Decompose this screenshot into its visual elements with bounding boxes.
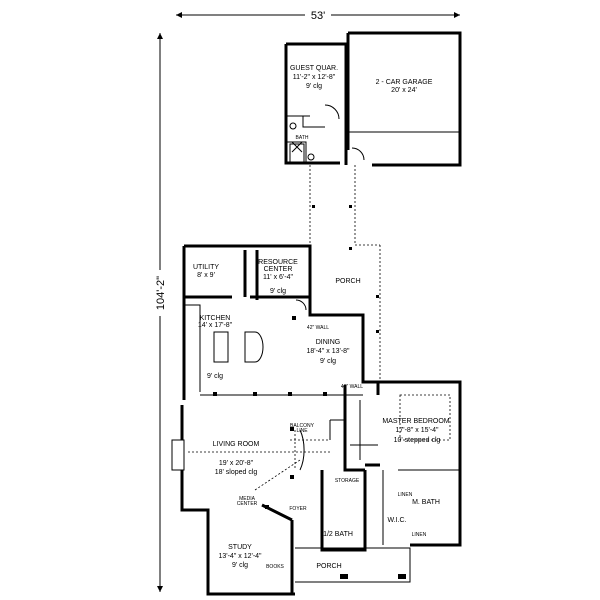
side-porch xyxy=(309,165,381,380)
dining-size: 18'-4" x 13'-8" xyxy=(306,348,350,355)
width-label: 53' xyxy=(311,10,325,22)
wall-note: 42" WALL xyxy=(307,325,329,331)
master-bedroom-label: MASTER BEDROOM xyxy=(382,418,449,425)
garage-label: 2 - CAR GARAGE xyxy=(376,79,433,86)
kitchen-ceiling: 9' clg xyxy=(207,373,223,380)
storage-label: STORAGE xyxy=(335,478,360,484)
guest-quarters-size: 11'-2" x 12'-8" xyxy=(293,74,336,81)
side-porch-label: PORCH xyxy=(335,278,360,285)
utility-size: 8' x 9' xyxy=(197,272,215,279)
front-porch xyxy=(295,547,411,583)
guest-quarters-ceiling: 9' clg xyxy=(306,83,322,90)
columns xyxy=(213,316,327,509)
media-center-label: MEDIA xyxy=(239,496,256,502)
front-porch-label: PORCH xyxy=(316,563,341,570)
balcony-line-label: BALCONY xyxy=(290,423,315,429)
study-ceiling: 9' clg xyxy=(232,562,248,569)
main-house-walls xyxy=(171,244,462,596)
resource-center-size: 11' x 6'-4" xyxy=(263,274,293,281)
study-label: STUDY xyxy=(228,544,252,551)
guest-garage-walls xyxy=(284,31,462,167)
kitchen-label: KITCHEN xyxy=(200,315,231,322)
media-center-label-2: CENTER xyxy=(237,501,258,507)
resource-center-label: RESOURCE xyxy=(258,259,298,266)
foyer-label: FOYER xyxy=(289,506,307,512)
utility-label: UTILITY xyxy=(193,264,219,271)
wic-label: W.I.C. xyxy=(387,517,406,524)
resource-center-label-2: CENTER xyxy=(264,266,293,273)
master-bedroom-ceiling: 10' stepped clg xyxy=(394,437,441,444)
study-size: 13'-4" x 12'-4" xyxy=(218,553,262,560)
garage-size: 20' x 24' xyxy=(391,87,417,94)
guest-quarters-label: GUEST QUAR. xyxy=(290,65,338,72)
master-bath-label: M. BATH xyxy=(412,499,440,506)
dining-ceiling: 9' clg xyxy=(320,358,336,365)
kitchen-size: 14' x 17'-8" xyxy=(198,322,233,329)
half-bath-label: 1/2 BATH xyxy=(323,531,353,538)
resource-center-ceiling: 9' clg xyxy=(270,288,286,295)
balcony-line-label-2: LINE xyxy=(296,428,308,434)
depth-label: 104'-2" xyxy=(155,276,167,310)
living-room-label: LIVING ROOM xyxy=(213,441,260,448)
books-label: BOOKS xyxy=(266,564,284,570)
depth-dimension: 104'-2" xyxy=(152,33,168,592)
wall-note: 42" WALL xyxy=(341,384,363,390)
living-room-size: 19' x 20'-8" xyxy=(219,460,254,467)
linen-label: LINEN xyxy=(412,532,427,538)
master-bedroom-size: 17'-8" x 15'-4" xyxy=(395,427,439,434)
living-room-ceiling: 18' sloped clg xyxy=(215,469,258,476)
dining-label: DINING xyxy=(316,339,341,346)
linen-label: LINEN xyxy=(398,492,413,498)
guest-bath-label: BATH xyxy=(296,135,309,141)
width-dimension: 53' xyxy=(176,7,460,22)
